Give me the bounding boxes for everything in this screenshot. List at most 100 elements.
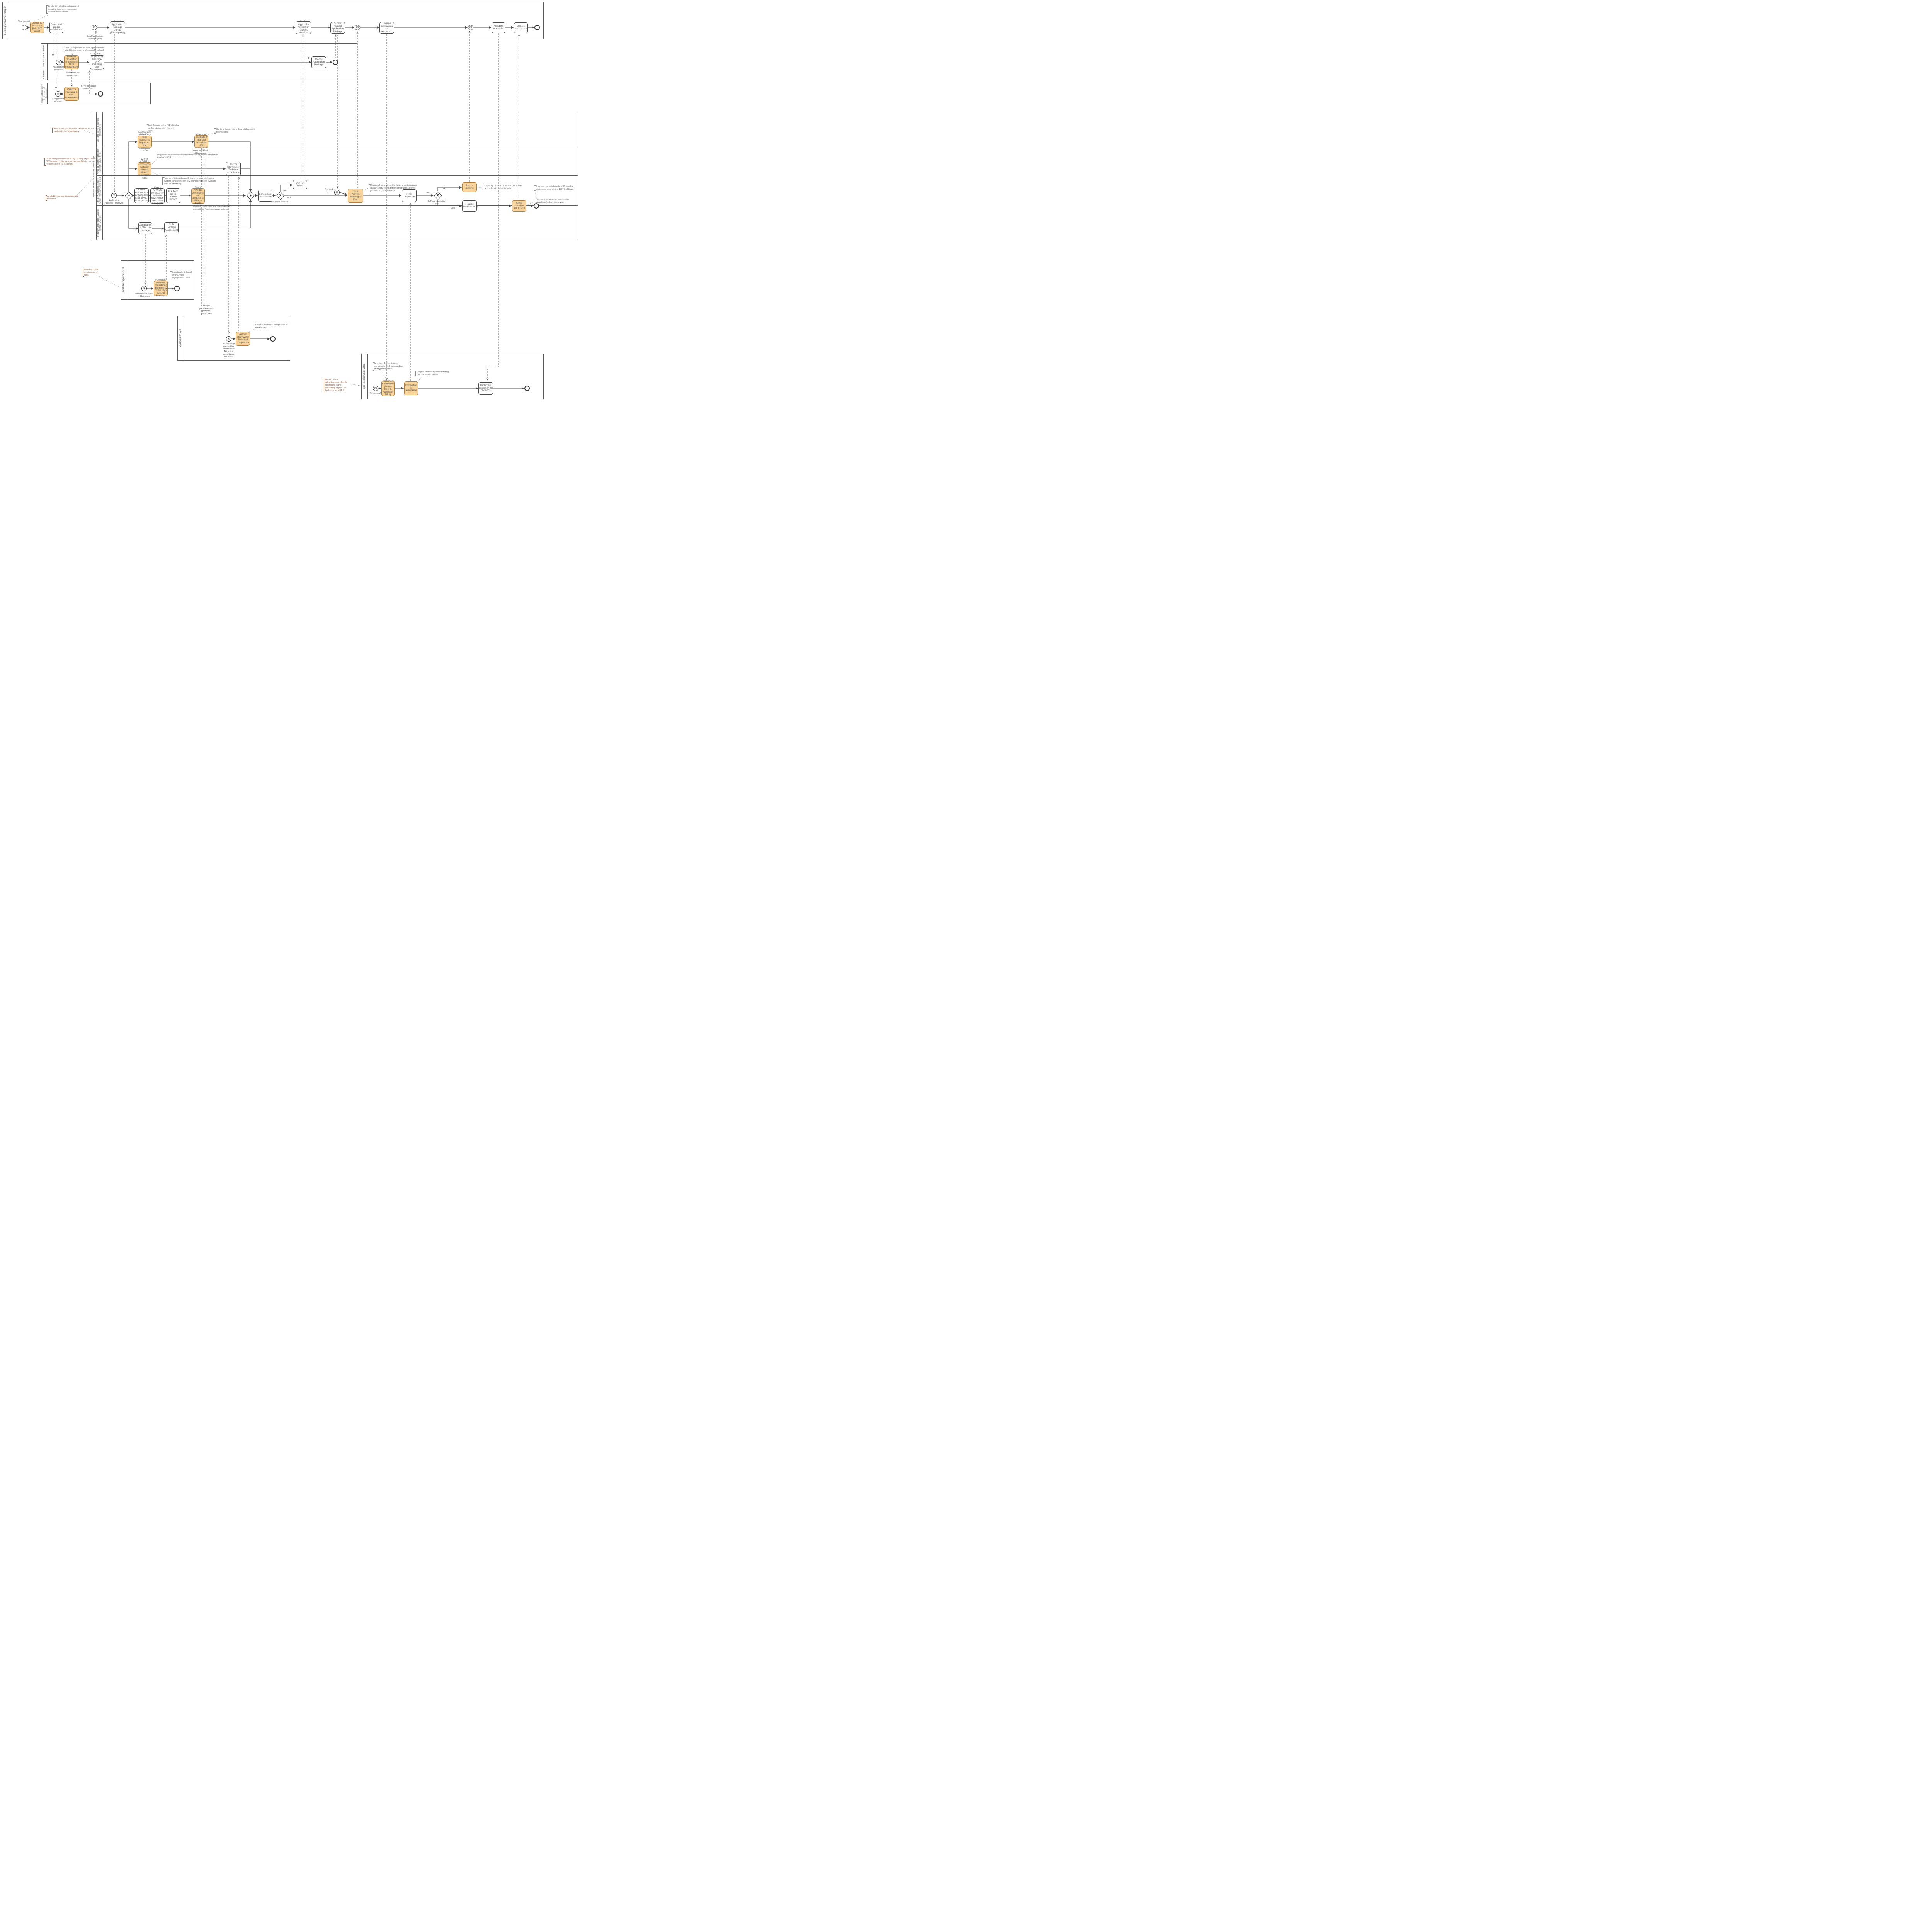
label-no-2: NO	[442, 188, 446, 190]
message-icon: ✉	[56, 92, 60, 96]
start-event-revised-ap[interactable]: ✉	[373, 386, 378, 391]
task-check-consistency[interactable]: Check consistency of AP (long-term urban…	[134, 188, 150, 203]
task-submit-revised-ap[interactable]: Submit revised Application Package	[330, 22, 345, 34]
task-ask-support-revision[interactable]: Ask for support for Application Package …	[296, 20, 311, 34]
annotation-expertise: Level of expertise on NBS application to…	[63, 47, 105, 52]
end-event-municipality[interactable]	[534, 203, 539, 209]
annotation-interdepartmental: Availability of interdepartmental feedba…	[46, 195, 84, 201]
task-implement-renovation[interactable]: Implement Renovation (Green Roof & Rainw…	[381, 380, 395, 396]
task-mandate-revision[interactable]: Mandate for revision	[492, 22, 505, 33]
task-ask-revision-white[interactable]: Ask for revision	[293, 180, 307, 189]
label-revised-ap: Revised AP	[325, 188, 333, 193]
task-prepare-ap[interactable]: Prepare Application Package (AP) includi…	[90, 53, 104, 71]
message-event-permit[interactable]: ✉	[355, 25, 360, 30]
task-finalize-documentation[interactable]: Finalize Documentation	[461, 200, 478, 212]
message-icon: ✉	[374, 386, 377, 390]
task-ask-revision-orange[interactable]: Ask for revision	[462, 182, 477, 192]
label-utility-perspective: Utility's perspective on potential incen…	[199, 305, 214, 315]
task-assessment-economic[interactable]: Assessment of the long-term economic imp…	[138, 131, 152, 152]
connectors	[27, 15, 538, 390]
annotation-capacity: Capacity of enforcement of corrective ac…	[483, 185, 522, 190]
label-send-structural: Send structural assessment	[81, 85, 96, 90]
message-icon: ✉	[112, 194, 116, 197]
annotation-integration: Degree of integration with water, energy…	[162, 177, 219, 185]
task-issue-permits[interactable]: Issue Permits Building & Env.	[348, 189, 363, 203]
task-submit-ap[interactable]: Submit Application Package (AP) to Munic…	[110, 20, 125, 34]
pool-label-vandcenter: VandCenter Syd	[178, 316, 184, 360]
annotation-env-competence: Degree of environmental competence in ci…	[156, 154, 220, 159]
end-event-contractor[interactable]	[524, 386, 530, 391]
start-event-recommendations[interactable]: ✉	[141, 286, 147, 291]
task-check-climate[interactable]: Check AP/NBS compliance with city climat…	[138, 158, 151, 179]
label-revision-needed: Revision needed?	[271, 201, 289, 203]
pool-building-owner: Building Owner/Developer	[2, 2, 544, 39]
label-assignment-received: Assignment received	[53, 66, 65, 71]
task-perform-stormwater[interactable]: Perform Stormwater Technical compliance	[236, 332, 250, 346]
task-chd-assessment[interactable]: CHD Heritage Assessment	[164, 222, 179, 233]
annotation-regulations: Level of interaction and complexity of r…	[192, 206, 232, 211]
pool-label-structural: Structural Engineer / Environmental Cons…	[41, 83, 48, 104]
task-consolidate[interactable]: Consolidate assessment	[258, 190, 272, 202]
start-event-assignment-architect[interactable]: ✉	[56, 60, 61, 65]
message-icon: ✉	[469, 26, 472, 29]
task-select-professionals[interactable]: Select and appoint professionals	[49, 22, 63, 33]
annotation-inclusion: Degree of inclusion of NBS in city opera…	[534, 199, 574, 204]
end-event-vandcenter[interactable]	[270, 336, 276, 342]
annotation-success-rate: Success rate in integrate NBS into the c…	[534, 185, 577, 191]
start-event-ap-received[interactable]: ✉	[111, 193, 117, 198]
start-event-project[interactable]	[22, 25, 27, 30]
end-event-structural[interactable]	[98, 91, 103, 97]
message-icon: ✉	[143, 287, 146, 291]
task-implement-revisions[interactable]: Implement recommended revisions	[478, 382, 493, 395]
annotation-npv: Net Present value (NPV) index of the int…	[147, 124, 179, 133]
label-ap-received: Application Package Received	[104, 199, 124, 204]
task-check-vision[interactable]: Check AP/NBS consistency with the city's…	[150, 186, 165, 205]
end-event-owner[interactable]	[534, 25, 540, 30]
message-event-revision-request[interactable]: ✉	[468, 25, 473, 30]
message-icon: ✉	[57, 60, 60, 64]
task-decide-renovate[interactable]: Decide to renovate pre-1977 asset	[30, 22, 44, 33]
message-icon: ✉	[93, 26, 96, 29]
task-modify-ap[interactable]: Modify Application Package	[311, 56, 326, 68]
task-close-procedure[interactable]: Close procedure and Inform	[512, 200, 526, 212]
message-event-send-ap[interactable]: ✉	[92, 25, 97, 30]
message-event-revised-ap[interactable]: ✉	[334, 190, 340, 195]
end-event-architect[interactable]	[333, 60, 338, 65]
task-compliance-heritage[interactable]: Compliance of AP to city heritage	[138, 222, 152, 234]
label-revised-ap-2: Revised AP	[370, 392, 381, 395]
parallel-gateway-icon: +	[128, 193, 130, 197]
exclusive-gateway-icon: X	[279, 193, 282, 197]
start-event-stormwater-request[interactable]: ✉	[226, 336, 231, 342]
annotation-objections: Number of objections or complaints filed…	[373, 362, 407, 371]
label-is-final-ok: Is Final Inspection ok?	[428, 200, 446, 205]
label-recommendations: Recommendation s Requests	[135, 293, 153, 298]
label-yes-2: YES	[426, 192, 430, 194]
task-tea-review[interactable]: TEA Tech. & Fire Safety Review	[166, 188, 180, 203]
task-engage-contractors[interactable]: Engage contractors for renovation	[379, 22, 394, 34]
lane-financial: Økonomi og HR (Financial Department)	[97, 112, 578, 148]
task-check-law[interactable]: Check AP/NBS compliance with law/rules a…	[191, 186, 205, 205]
lane-heritage: Kulturarvsafdelingen (Cultural Heritage …	[97, 205, 578, 240]
annotation-stakeholder: Stakeholder & Local communities engageme…	[170, 271, 195, 279]
exclusive-gateway-icon: X	[437, 193, 439, 197]
label-ask-structural: Ask structural assessment	[66, 72, 80, 77]
task-final-inspection[interactable]: Final Inspection	[402, 189, 417, 202]
task-formulate-opinions[interactable]: Formulate opinions considering the integ…	[154, 279, 168, 298]
task-completion-renovation[interactable]: Completion of renovation	[404, 381, 418, 395]
end-event-councils[interactable]	[174, 286, 180, 291]
message-icon: ✉	[227, 337, 230, 341]
task-develop-renovation[interactable]: Develop renovation project with NBS inte…	[64, 55, 79, 69]
annotation-skills-impact: Impact of the attractiveness of skills u…	[324, 379, 352, 392]
pool-label-building-owner: Building Owner/Developer	[3, 2, 9, 39]
annotation-misalignment: Degree of misalingnment during the renov…	[415, 371, 449, 376]
task-check-eligibility[interactable]: Check for eligibility if financial incen…	[194, 133, 208, 149]
pool-label-heritage-councils: Local Heritage Councils	[121, 261, 127, 299]
annotation-awareness: Level of public awareness of NBS	[83, 269, 99, 277]
bpmn-diagram: Building Owner/Developer Architect / Lan…	[0, 0, 580, 402]
start-event-assignment-structural[interactable]: ✉	[55, 91, 61, 97]
message-icon: ✉	[356, 26, 359, 29]
task-ask-stormwater[interactable]: Ask for Stormwater Technical compliance	[226, 162, 241, 176]
task-perform-assessments[interactable]: Perform structural & Env. Assessments	[64, 87, 79, 101]
task-update-asset[interactable]: Update asset state	[514, 22, 528, 33]
message-icon: ✉	[335, 190, 338, 194]
